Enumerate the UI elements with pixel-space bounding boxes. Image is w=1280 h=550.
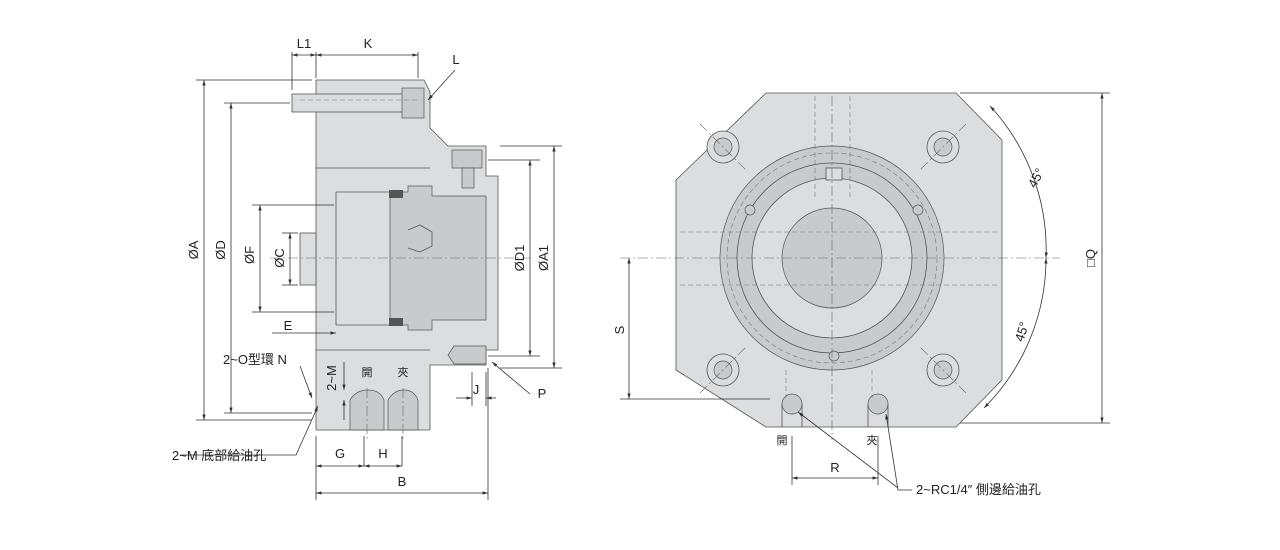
oring-label: 2~O型環 N	[223, 352, 287, 367]
front-port-open	[781, 393, 803, 415]
dim-h: H	[378, 446, 387, 461]
dim-j: J	[473, 382, 480, 397]
front-port-close-label: 夾	[867, 434, 878, 447]
dim-od1: ØD1	[512, 245, 527, 272]
front-view: 45° 45° □Q S R 2~RC1/4″ 側邊給油孔 開 夾	[612, 92, 1110, 497]
dim-s: S	[612, 325, 627, 334]
dim-b: B	[398, 474, 407, 489]
side-view: L1 K L ØA ØD ØF ØC ØD1 ØA1 E 2~M J P G H…	[172, 36, 562, 500]
angle-top: 45°	[1025, 166, 1047, 190]
front-port-open-label: 開	[777, 434, 788, 447]
angle-bottom: 45°	[1012, 320, 1032, 343]
dim-r: R	[830, 460, 839, 475]
dim-p: P	[538, 386, 547, 401]
side-port-close: 夾	[398, 366, 409, 379]
top-bolt	[291, 93, 411, 113]
dim-l1: L1	[297, 36, 311, 51]
dim-od: ØD	[213, 240, 228, 260]
oring-bottom	[389, 318, 403, 326]
dim-oa: ØA	[186, 240, 201, 259]
dim-oc: ØC	[272, 248, 287, 268]
oring-top	[389, 190, 403, 198]
dim-g: G	[335, 446, 345, 461]
top-bolt-head	[401, 87, 425, 119]
dim-e: E	[284, 318, 293, 333]
dim-k: K	[364, 36, 373, 51]
plug-p	[447, 345, 487, 365]
side-port-open: 開	[362, 366, 373, 379]
front-port-close	[867, 393, 889, 415]
dim-q: □Q	[1083, 249, 1098, 267]
dim-2m: 2~M	[324, 365, 339, 391]
dim-of: ØF	[242, 246, 257, 264]
side-oil-label: 2~RC1/4″ 側邊給油孔	[916, 482, 1041, 497]
bottom-oil-label: 2~M 底部給油孔	[172, 448, 266, 463]
corner-holes	[699, 123, 967, 394]
dim-oa1: ØA1	[536, 245, 551, 271]
left-spigot	[299, 232, 317, 286]
dim-l: L	[452, 52, 459, 67]
cap-screw	[451, 149, 483, 169]
